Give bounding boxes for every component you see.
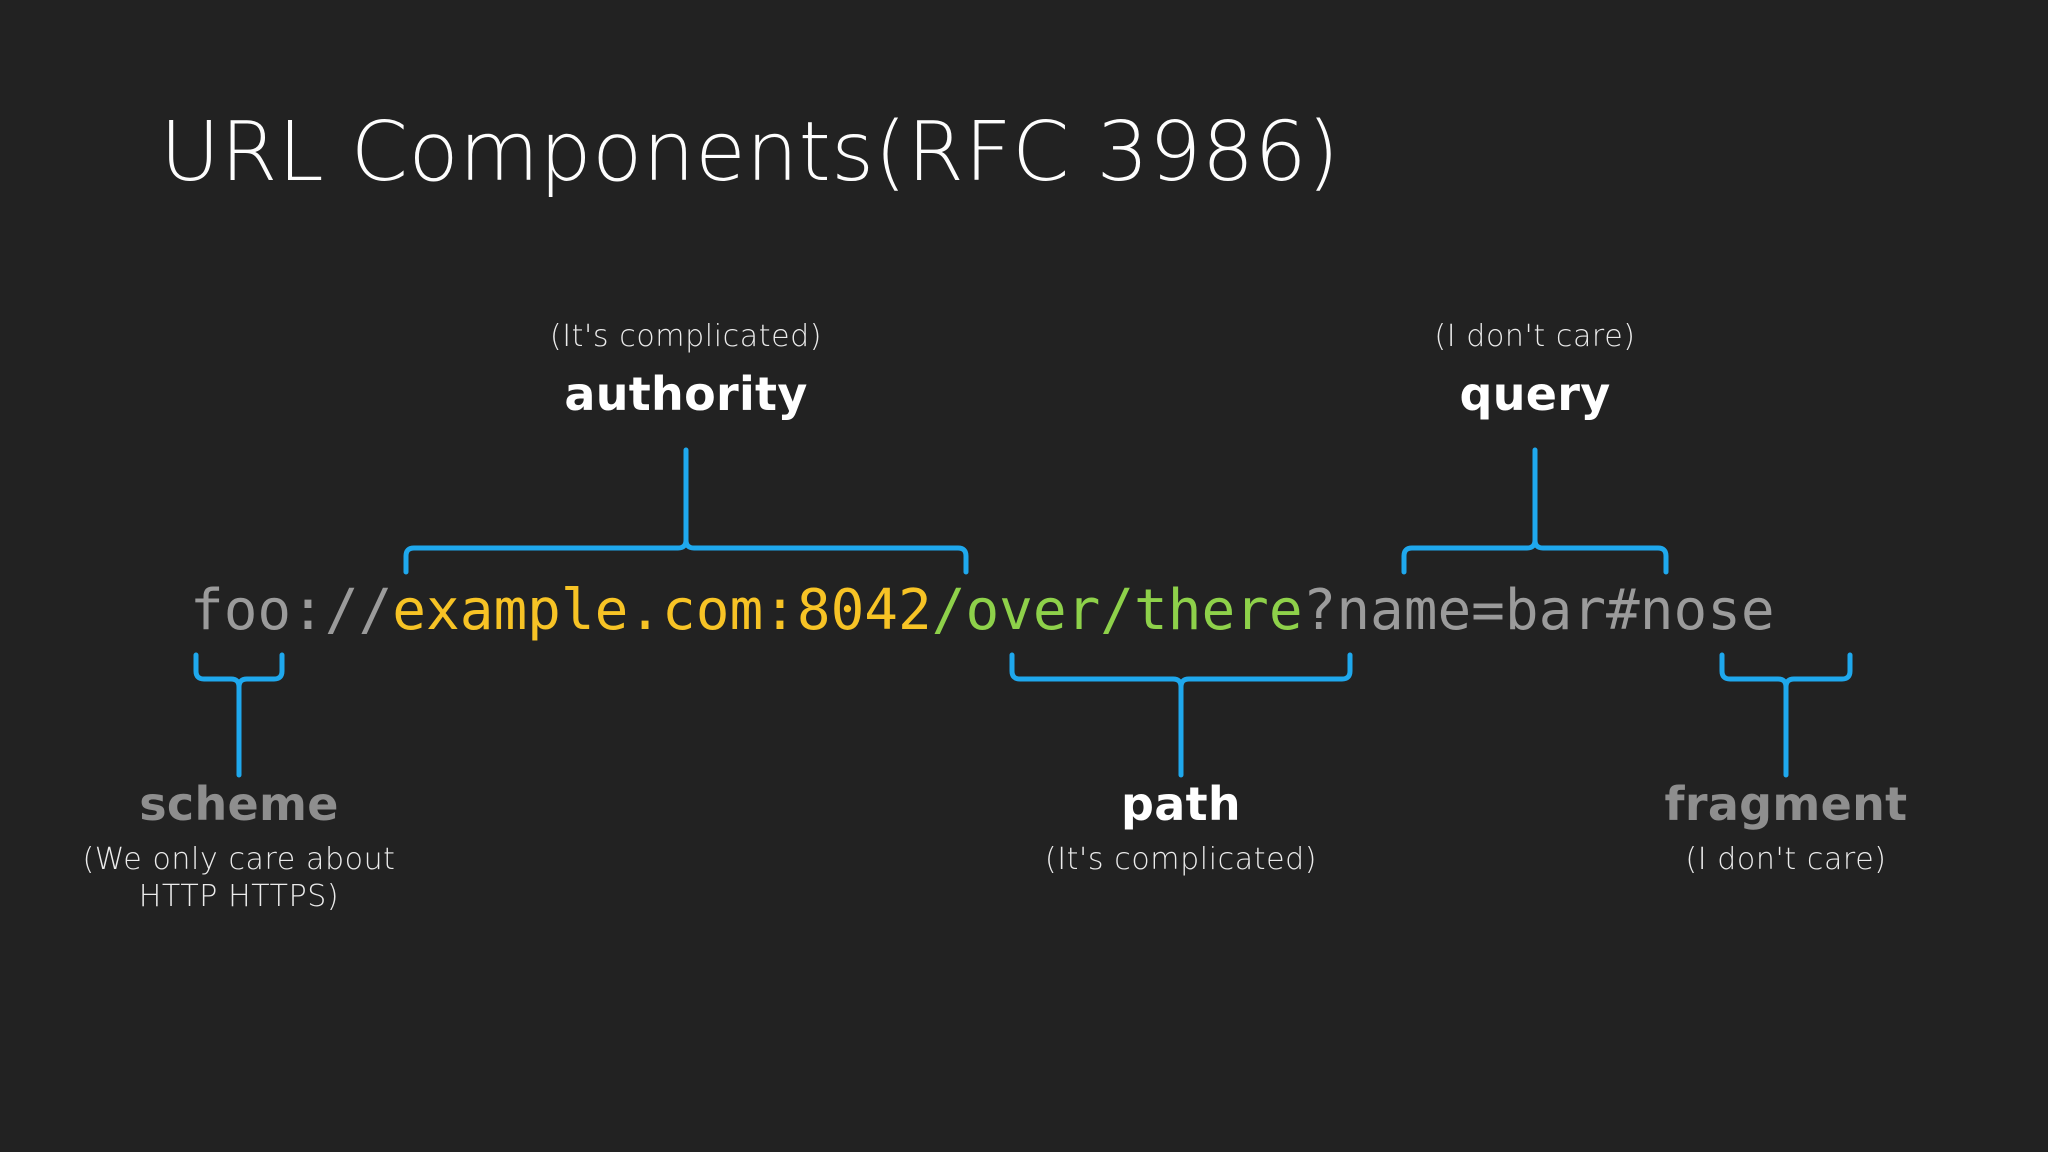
url-string: foo://example.com:8042/over/there?name=b… (190, 583, 1775, 639)
url-segment-authority: example.com:8042 (392, 578, 932, 643)
url-segment-path: /over/there (931, 578, 1303, 643)
url-segment-scheme: foo:// (190, 578, 393, 643)
callout-fragment-term: fragment (1664, 777, 1908, 831)
callout-path-caption: (It's complicated) (1044, 841, 1318, 877)
callout-scheme-caption-line2: HTTP HTTPS) (138, 879, 340, 915)
callout-scheme: scheme (We only care about HTTP HTTPS) (82, 778, 395, 916)
callout-authority-caption: (It's complicated) (549, 319, 823, 354)
callout-fragment-caption: (I don't care) (1685, 841, 1887, 877)
bracket-fragment (1719, 652, 1853, 690)
callout-scheme-term: scheme (139, 777, 339, 831)
bracket-authority (403, 537, 969, 575)
callout-authority: (It's complicated) authority (550, 318, 822, 420)
callout-authority-term: authority (564, 366, 808, 421)
callout-path-term: path (1121, 777, 1241, 831)
url-segment-fragment: #nose (1606, 578, 1775, 643)
bracket-path-segment (1009, 652, 1353, 690)
callout-scheme-caption-line1: (We only care about (82, 841, 396, 877)
callout-query-caption: (I don't care) (1434, 319, 1636, 354)
bracket-scheme (193, 652, 285, 690)
callout-fragment: fragment (I don't care) (1665, 778, 1908, 878)
callout-query: (I don't care) query (1434, 318, 1635, 420)
url-segment-query: ?name=bar (1302, 578, 1607, 643)
callout-path: path (It's complicated) (1045, 778, 1317, 878)
bracket-query (1401, 537, 1669, 575)
page-title: URL Components(RFC 3986) (160, 105, 1340, 200)
callout-query-term: query (1459, 366, 1611, 421)
